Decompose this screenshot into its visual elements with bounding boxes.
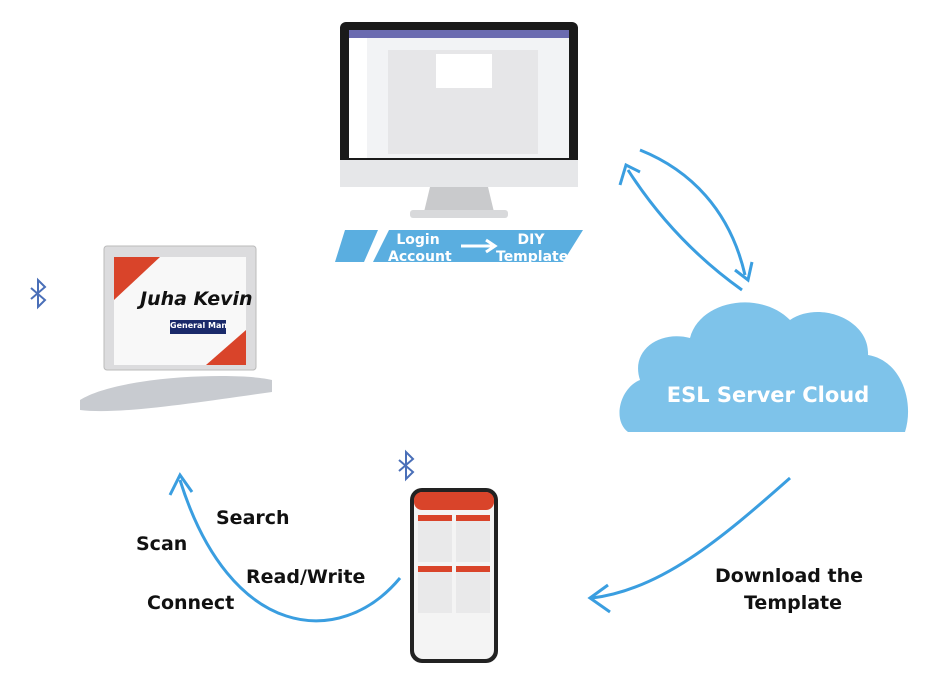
step2-line2: Template (496, 249, 569, 265)
search-label: Search (216, 507, 290, 529)
connect-label: Connect (147, 592, 235, 614)
esl-display (80, 245, 272, 412)
readwrite-label: Read/Write (246, 566, 366, 588)
display-name: Juha Kevin (140, 288, 253, 310)
banner-tab (335, 230, 378, 262)
bluetooth-icon (30, 277, 47, 310)
bluetooth-icon (398, 449, 415, 482)
arrow-right-icon (461, 238, 498, 254)
sync-arrows (168, 148, 791, 623)
monitor (340, 22, 578, 218)
smartphone (410, 488, 498, 663)
step1-line2: Account (388, 249, 452, 265)
display-title: General Manager (170, 321, 226, 330)
cloud-shape (619, 302, 909, 432)
step1-line1: Login (396, 232, 440, 248)
step2-line1: DIY (517, 232, 545, 248)
download-label-1: Download the (715, 565, 864, 587)
download-label-2: Template (744, 592, 843, 614)
cloud-label: ESL Server Cloud (666, 383, 870, 407)
scan-label: Scan (136, 533, 188, 555)
